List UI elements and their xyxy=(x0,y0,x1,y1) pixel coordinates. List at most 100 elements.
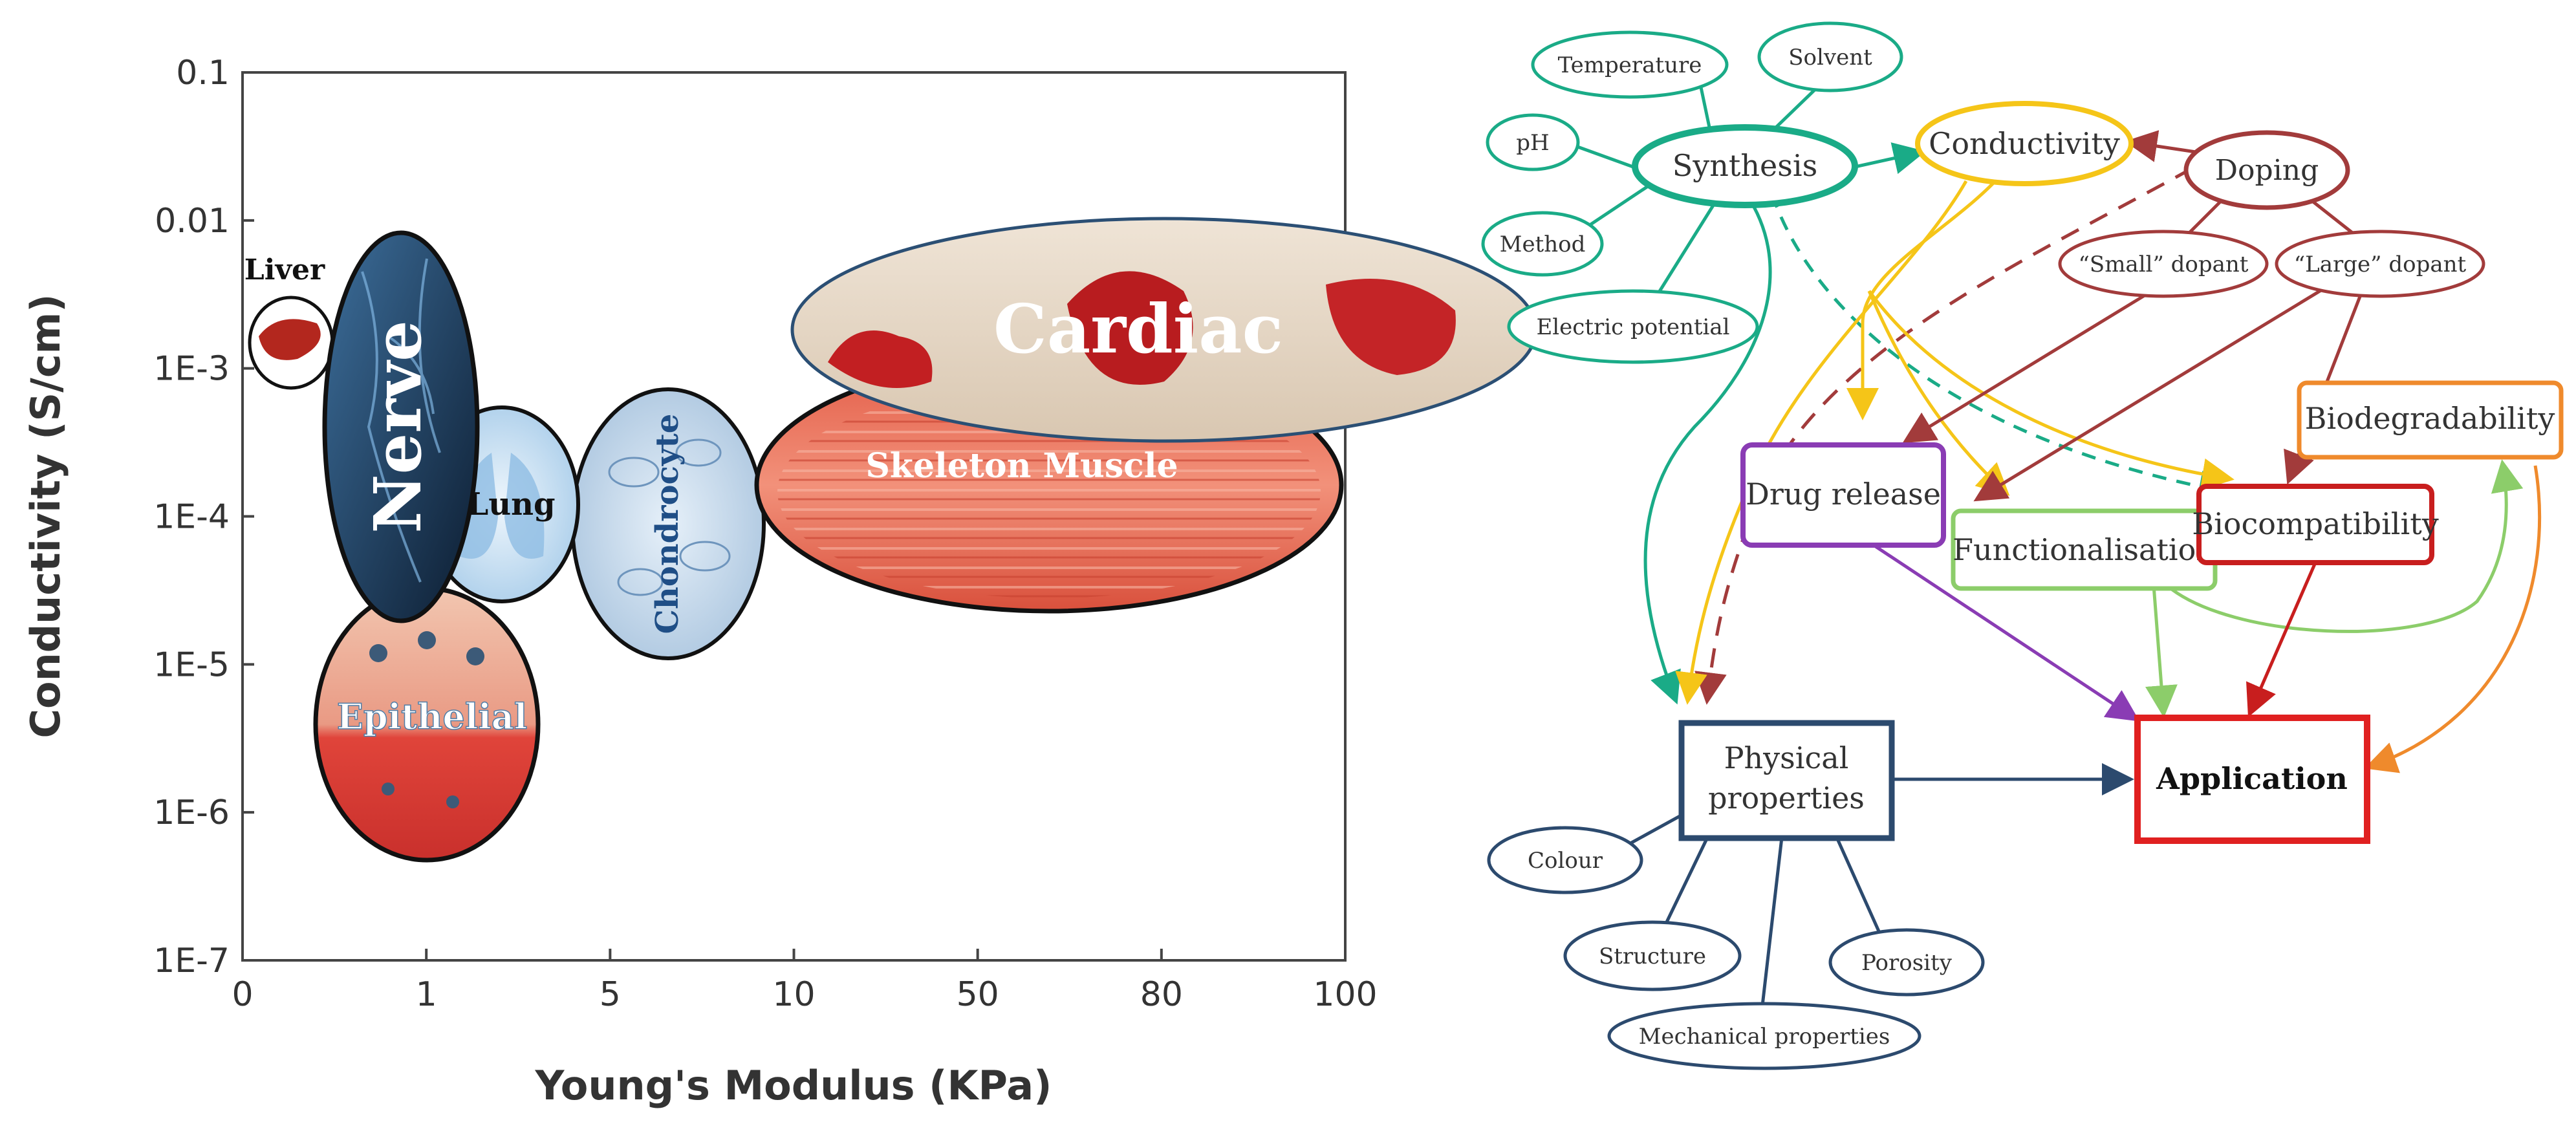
cell-nucleus-icon xyxy=(418,631,436,649)
cell-nucleus-icon xyxy=(446,795,459,808)
node-synthesis: Synthesis xyxy=(1632,124,1858,208)
tissue-chondrocyte: Chondrocyte xyxy=(570,387,766,660)
cell-nucleus-icon xyxy=(382,782,395,795)
x-axis-title: Young's Modulus (KPa) xyxy=(535,1062,1052,1109)
cell-icon xyxy=(608,457,660,488)
nerve-ellipse xyxy=(322,230,480,623)
x-tick-label: 5 xyxy=(600,975,621,1014)
node-biocompatibility: Biocompatibility xyxy=(2192,484,2439,565)
node-colour: Colour xyxy=(1487,826,1643,894)
node-label: Electric potential xyxy=(1536,314,1729,340)
connector xyxy=(1760,837,1784,1006)
tissue-label-lung: Lung xyxy=(466,486,555,523)
node-label: Application xyxy=(2156,761,2348,796)
y-tick-label: 1E-5 xyxy=(153,645,230,684)
tissue-label-cardiac: Cardiac xyxy=(993,289,1283,369)
node-label: Colour xyxy=(1528,848,1603,874)
tissue-label-chondrocyte: Chondrocyte xyxy=(649,414,686,634)
node-label: Solvent xyxy=(1788,45,1872,70)
tissue-label-epithelial: Epithelial xyxy=(337,696,528,737)
node-conductivity: Conductivity xyxy=(1915,101,2134,186)
arrow-biocompatibility-application xyxy=(2246,562,2317,718)
node-label: Biodegradability xyxy=(2305,401,2555,436)
arrow-large-dopant-functionalisation xyxy=(1973,276,2343,502)
arrow-synthesis-biocompatibility xyxy=(1770,193,2231,503)
arrow-conductivity-physical xyxy=(1675,180,1968,705)
arrow-synthesis-physical xyxy=(1643,193,1772,705)
cell-nucleus-icon xyxy=(466,647,484,665)
node-label: properties xyxy=(1708,781,1865,815)
arrow-conductivity-drug-release xyxy=(1846,177,2000,420)
node-functionalisation: Functionalisation xyxy=(1951,508,2218,591)
node-small-dopant: “Small” dopant xyxy=(2058,230,2269,298)
node-label: Method xyxy=(1500,232,1586,257)
lung-icon xyxy=(458,453,545,559)
node-large-dopant: “Large” dopant xyxy=(2275,230,2485,298)
x-tick-label: 10 xyxy=(772,975,815,1014)
node-label: Drug release xyxy=(1746,477,1941,512)
connector xyxy=(1835,836,1881,933)
x-tick-label: 80 xyxy=(1140,975,1183,1014)
node-label: Temperature xyxy=(1558,52,1702,78)
node-label: Porosity xyxy=(1861,950,1953,976)
y-tick-label: 0.1 xyxy=(176,54,230,92)
arrow-conductivity-biocompatibility xyxy=(1867,290,2235,491)
connector xyxy=(1654,193,1722,299)
y-tick-label: 1E-6 xyxy=(153,793,230,832)
synthesis-input-temperature: Temperature xyxy=(1531,30,1729,99)
node-label: Structure xyxy=(1599,944,1706,969)
heart-tissue-icon xyxy=(1326,279,1456,375)
node-label: pH xyxy=(1516,130,1549,156)
connector xyxy=(1622,810,1689,849)
node-biodegradability: Biodegradability xyxy=(2297,380,2564,460)
arrow-drug-release-application xyxy=(1874,545,2140,722)
tissue-cardiac: Cardiac xyxy=(790,217,1538,443)
node-label: “Small” dopant xyxy=(2079,252,2249,277)
arrow-functionalisation-biodegradability xyxy=(2165,459,2524,633)
node-physical-properties: Physical properties xyxy=(1678,720,1895,841)
node-label: Synthesis xyxy=(1672,148,1817,183)
tissue-label-nerve: Nerve xyxy=(360,320,436,533)
node-drug-release: Drug release xyxy=(1740,442,1946,548)
y-tick-label: 1E-7 xyxy=(153,942,230,980)
node-porosity: Porosity xyxy=(1828,928,1985,997)
node-label: Functionalisation xyxy=(1953,532,2215,567)
tissue-label-skeleton-muscle: Skeleton Muscle xyxy=(865,446,1178,486)
neuron-icon xyxy=(361,258,441,583)
x-tick-label: 100 xyxy=(1313,975,1377,1014)
arrow-doping-physical xyxy=(1694,166,2194,705)
arrow-small-dopant-drug-release xyxy=(1902,276,2174,444)
y-tick-label: 1E-3 xyxy=(153,350,230,389)
node-label: Biocompatibility xyxy=(2192,506,2438,541)
arrow-conductivity-functionalisation xyxy=(1867,290,2010,496)
tissue-label-liver: Liver xyxy=(244,254,325,286)
y-tick-label: 1E-4 xyxy=(153,498,230,537)
node-doping: Doping xyxy=(2183,130,2350,210)
synthesis-input-solvent: Solvent xyxy=(1757,21,1903,92)
node-label: Doping xyxy=(2215,154,2319,187)
node-label: Mechanical properties xyxy=(1639,1024,1890,1050)
polymer-design-diagram: Temperature Solvent pH Method Electric p… xyxy=(1481,21,2564,1070)
connector xyxy=(1663,836,1709,926)
synthesis-input-method: Method xyxy=(1481,211,1604,277)
node-label: “Large” dopant xyxy=(2294,252,2467,277)
arrow-biodegradability-application xyxy=(2364,465,2542,773)
cell-icon xyxy=(675,438,722,467)
arrow-synthesis-conductivity xyxy=(1854,142,1926,175)
node-mechanical-properties: Mechanical properties xyxy=(1607,1002,1921,1070)
heart-tissue-icon xyxy=(828,330,933,388)
cell-nucleus-icon xyxy=(369,644,387,662)
liver-icon xyxy=(259,319,321,360)
tissue-liver: Liver xyxy=(244,254,334,390)
node-label: Physical xyxy=(1724,740,1849,775)
arrow-functionalisation-application xyxy=(2145,585,2178,718)
x-tick-label: 0 xyxy=(232,975,253,1014)
node-label: Conductivity xyxy=(1929,126,2120,161)
synthesis-input-electric-potential: Electric potential xyxy=(1507,289,1759,364)
x-tick-label: 50 xyxy=(957,975,999,1014)
node-application: Application xyxy=(2134,715,2370,844)
